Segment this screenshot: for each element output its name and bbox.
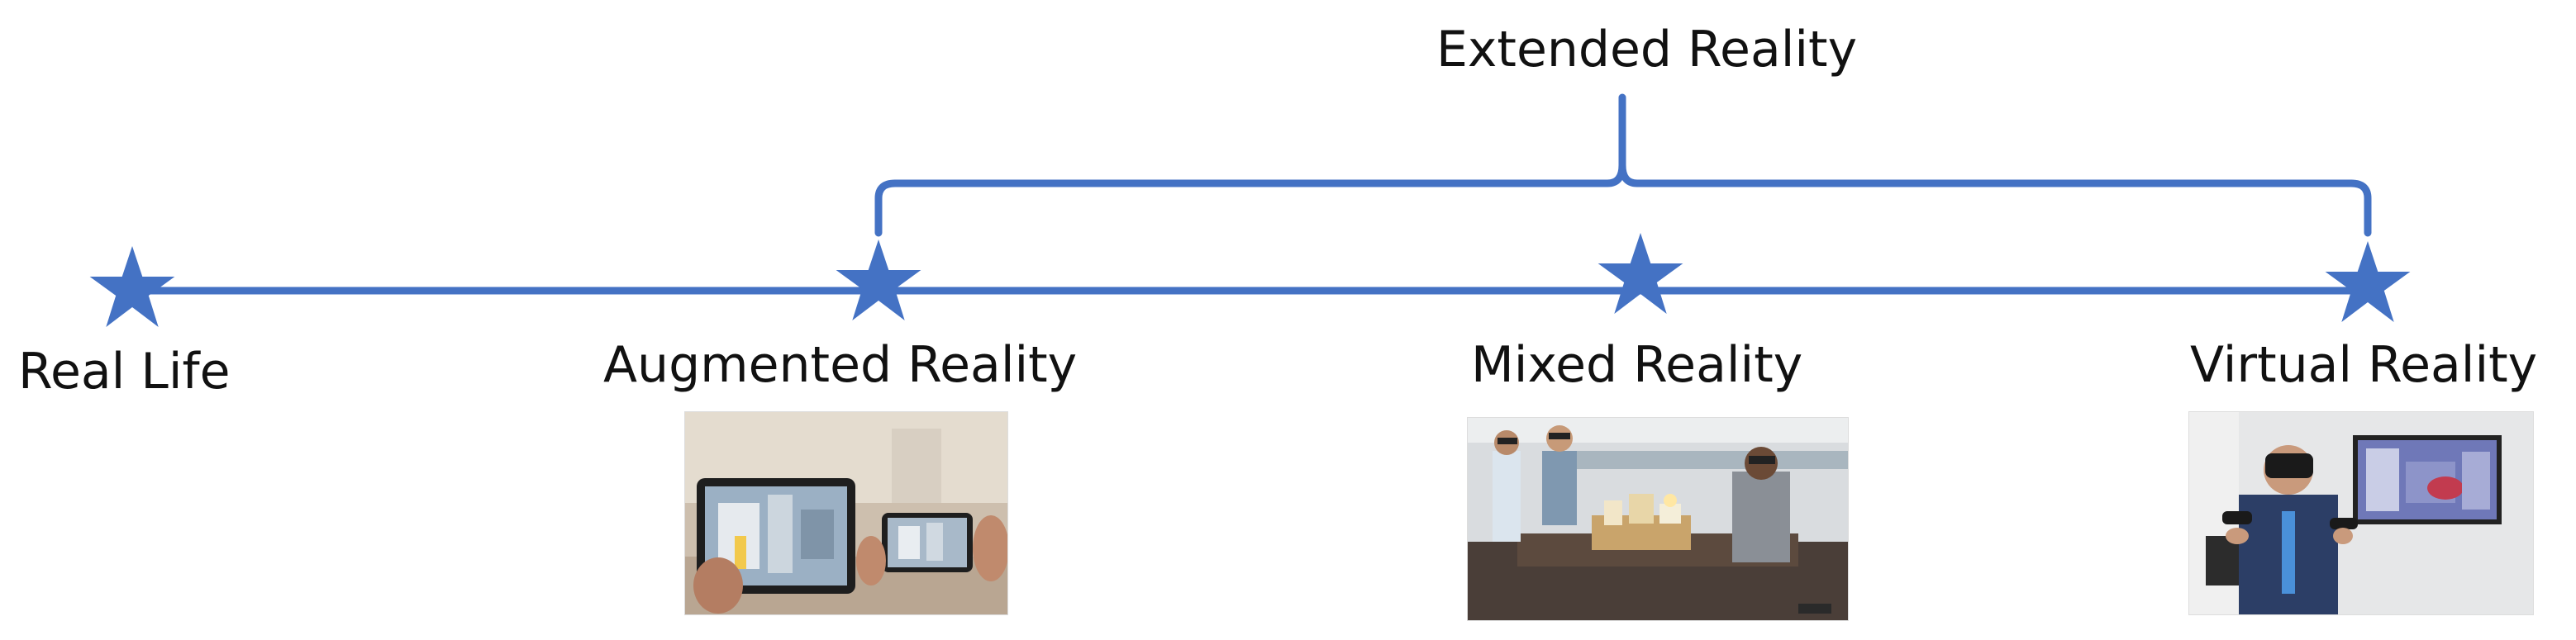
star-icon-augmented-reality — [836, 239, 921, 320]
star-icon-mixed-reality — [1598, 233, 1683, 314]
mixed-reality-label: Mixed Reality — [1471, 336, 1803, 394]
augmented-reality-photo — [684, 411, 1008, 615]
extended-reality-title: Extended Reality — [1436, 21, 1858, 78]
star-icon-virtual-reality — [2325, 241, 2411, 322]
star-icon-real-life — [89, 246, 175, 327]
virtual-reality-photo — [2188, 411, 2534, 615]
extended-reality-brace — [874, 93, 2372, 237]
real-life-label: Real Life — [18, 343, 231, 401]
augmented-reality-label: Augmented Reality — [603, 336, 1078, 394]
mixed-reality-photo — [1467, 417, 1849, 621]
virtual-reality-label: Virtual Reality — [2190, 336, 2538, 394]
